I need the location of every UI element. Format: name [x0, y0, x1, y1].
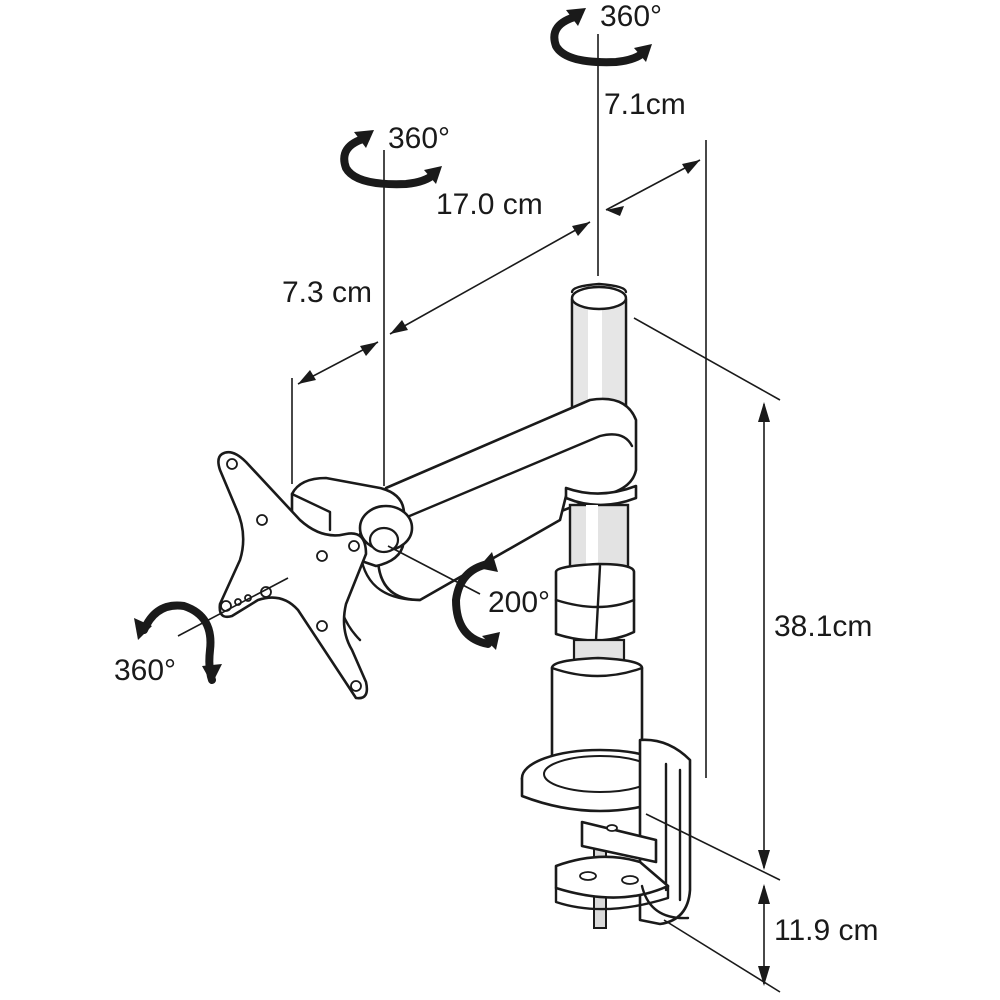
rotation-arrow-vesa-icon: [134, 601, 222, 684]
extension-arm: [376, 397, 638, 602]
clamp-height-label: 11.9 cm: [774, 914, 879, 947]
pole-height-label: 38.1cm: [774, 610, 872, 643]
desk-clamp: [520, 738, 692, 929]
vesa-plate: [217, 450, 369, 700]
upper-arm-rotation-label: 360°: [388, 122, 450, 155]
rotation-arrow-pole-icon: [550, 8, 652, 67]
vesa-rotation-label: 360°: [114, 654, 176, 687]
rotation-arrow-tilt-icon: [451, 552, 500, 650]
pole-rotation-label: 360°: [600, 0, 662, 33]
dimension-lines: [177, 34, 781, 993]
pole-middle: [550, 503, 644, 780]
pole-offset-label: 7.1cm: [604, 88, 686, 121]
arm-length-label: 17.0 cm: [436, 188, 543, 221]
tilt-label: 200°: [488, 586, 550, 619]
head-offset-label: 7.3 cm: [282, 276, 372, 309]
rotation-arrow-arm-icon: [340, 130, 442, 189]
dimension-arrowheads: [298, 160, 770, 986]
